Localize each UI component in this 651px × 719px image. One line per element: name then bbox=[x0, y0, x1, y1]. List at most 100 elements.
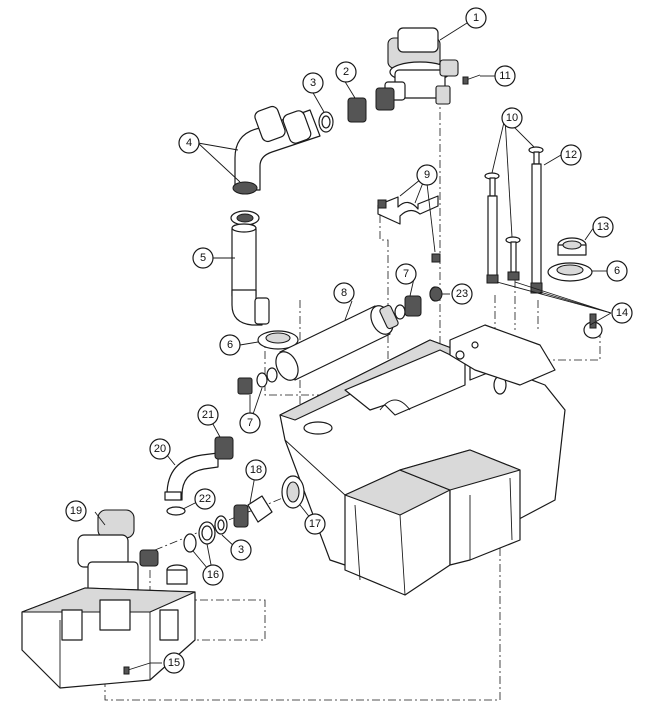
callout-circle bbox=[611, 302, 633, 324]
callout-13: 13 bbox=[592, 216, 614, 238]
callout-number: 18 bbox=[250, 464, 262, 476]
callout-number: 7 bbox=[403, 268, 409, 280]
callout-16: 16 bbox=[202, 564, 224, 586]
callout-14: 14 bbox=[611, 302, 633, 324]
callout-number: 21 bbox=[202, 409, 214, 421]
callout-circle bbox=[560, 144, 582, 166]
callout-11: 11 bbox=[494, 65, 516, 87]
hose-20 bbox=[164, 452, 219, 501]
fitting-23 bbox=[429, 286, 443, 302]
screw-15 bbox=[123, 662, 151, 675]
callout-number: 7 bbox=[247, 417, 253, 429]
callout-18: 18 bbox=[245, 459, 267, 481]
callout-circle bbox=[302, 72, 324, 94]
pump-assembly-top bbox=[384, 27, 459, 105]
callout-20: 20 bbox=[149, 438, 171, 460]
callout-number: 6 bbox=[227, 339, 233, 351]
callout-circle bbox=[592, 216, 614, 238]
callout-circle bbox=[451, 283, 473, 305]
callout-circle bbox=[245, 459, 267, 481]
callout-number: 19 bbox=[70, 505, 82, 517]
callout-number: 5 bbox=[200, 252, 206, 264]
coupling-nut-2 bbox=[347, 87, 395, 123]
callout-10: 10 bbox=[501, 107, 523, 129]
callout-22: 22 bbox=[194, 488, 216, 510]
callout-23: 23 bbox=[451, 283, 473, 305]
callout-8: 8 bbox=[333, 282, 355, 304]
callout-number: 9 bbox=[424, 169, 430, 181]
o-ring-3-upper bbox=[318, 111, 334, 133]
callout-19: 19 bbox=[65, 500, 87, 522]
callout-4: 4 bbox=[178, 132, 200, 154]
callout-12: 12 bbox=[560, 144, 582, 166]
callout-number: 22 bbox=[199, 493, 211, 505]
callout-circle bbox=[501, 107, 523, 129]
callout-17: 17 bbox=[304, 513, 326, 535]
filter-cylinder-8 bbox=[275, 304, 399, 381]
callout-number: 4 bbox=[186, 137, 192, 149]
nut-21 bbox=[214, 436, 234, 460]
callout-circle bbox=[606, 260, 628, 282]
callout-number: 20 bbox=[154, 443, 166, 455]
callout-circle bbox=[163, 652, 185, 674]
callout-6a: 6 bbox=[219, 334, 241, 356]
callout-9: 9 bbox=[416, 164, 438, 186]
callout-number: 15 bbox=[168, 657, 180, 669]
callout-circle bbox=[197, 404, 219, 426]
callout-circle bbox=[335, 61, 357, 83]
callout-number: 2 bbox=[343, 66, 349, 78]
callout-circle bbox=[494, 65, 516, 87]
callout-number: 8 bbox=[341, 287, 347, 299]
callout-number: 17 bbox=[309, 518, 321, 530]
callout-circle bbox=[219, 334, 241, 356]
callout-number: 11 bbox=[499, 70, 510, 82]
holding-tank bbox=[279, 324, 566, 596]
callout-21: 21 bbox=[197, 404, 219, 426]
port-flange-17 bbox=[281, 475, 305, 509]
callout-2: 2 bbox=[335, 61, 357, 83]
callout-1: 1 bbox=[465, 7, 487, 29]
bracket-9 bbox=[377, 195, 441, 263]
rods-10-12 bbox=[484, 146, 544, 294]
callout-circle bbox=[304, 513, 326, 535]
callout-number: 1 bbox=[473, 12, 479, 24]
callout-number: 14 bbox=[616, 307, 628, 319]
callout-15: 15 bbox=[163, 652, 185, 674]
adapter-18 bbox=[233, 495, 273, 528]
callout-7b: 7 bbox=[239, 412, 261, 434]
pipe-5 bbox=[231, 223, 270, 326]
callout-3a: 3 bbox=[302, 72, 324, 94]
callout-circle bbox=[192, 247, 214, 269]
callout-7a: 7 bbox=[395, 263, 417, 285]
callout-number: 3 bbox=[310, 77, 316, 89]
callout-number: 23 bbox=[456, 288, 468, 300]
screw-11 bbox=[462, 74, 481, 85]
o-rings-16 bbox=[183, 521, 216, 553]
callout-circle bbox=[178, 132, 200, 154]
callout-3b: 3 bbox=[230, 539, 252, 561]
callout-circle bbox=[416, 164, 438, 186]
callout-number: 13 bbox=[597, 221, 609, 233]
elbow-fitting-4 bbox=[230, 105, 321, 226]
flange-6-left bbox=[257, 330, 299, 350]
callout-number: 16 bbox=[207, 569, 219, 581]
callout-circle bbox=[65, 500, 87, 522]
pump-assembly-19 bbox=[77, 509, 188, 603]
cap-13 bbox=[557, 237, 587, 256]
key-14 bbox=[583, 313, 603, 339]
ring-22 bbox=[166, 506, 186, 516]
callout-6b: 6 bbox=[606, 260, 628, 282]
callout-number: 12 bbox=[565, 149, 577, 161]
base-housing bbox=[21, 587, 196, 689]
callout-circle bbox=[239, 412, 261, 434]
flange-6-right bbox=[547, 262, 593, 282]
fitting-7-left bbox=[237, 367, 278, 395]
callout-number: 6 bbox=[614, 265, 620, 277]
callout-circle bbox=[465, 7, 487, 29]
callout-circle bbox=[202, 564, 224, 586]
callout-number: 3 bbox=[238, 544, 244, 556]
callout-5: 5 bbox=[192, 247, 214, 269]
callout-circle bbox=[149, 438, 171, 460]
